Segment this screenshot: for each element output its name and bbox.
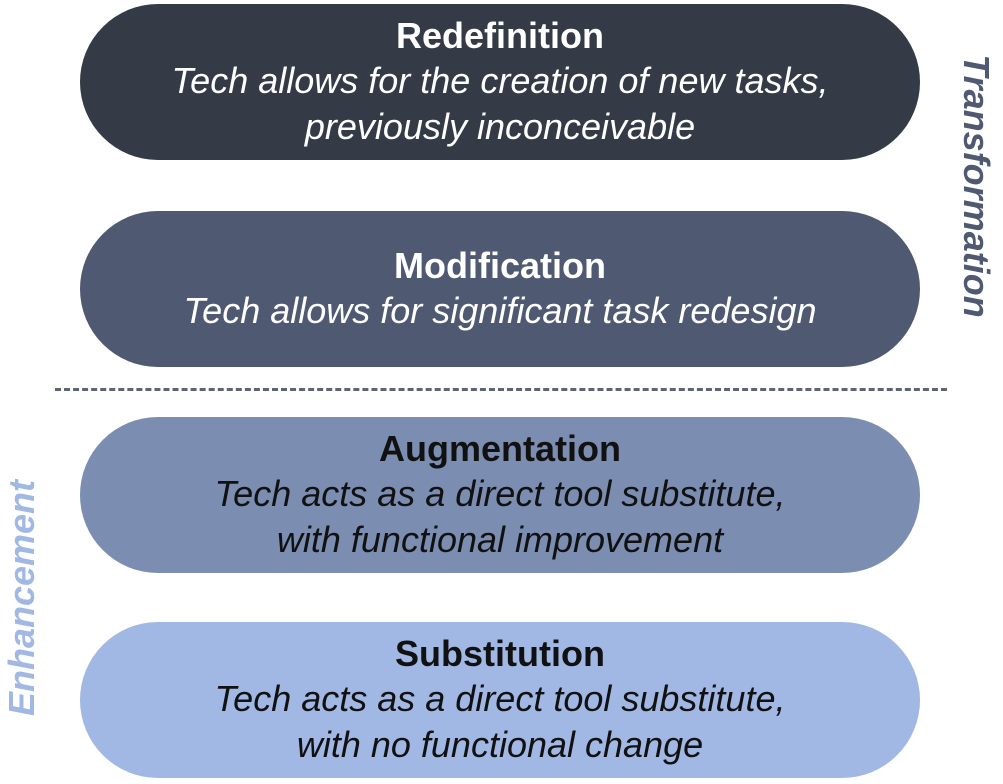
level-augmentation: Augmentation Tech acts as a direct tool … <box>80 417 920 573</box>
transformation-enhancement-divider <box>55 388 947 391</box>
level-description-line: Tech acts as a direct tool substitute, <box>214 678 786 719</box>
level-description-line: with functional improvement <box>276 519 724 560</box>
level-title: Substitution <box>395 633 605 674</box>
level-description: Tech acts as a direct tool substitute, w… <box>215 676 786 768</box>
level-description-line: Tech allows for significant task redesig… <box>183 290 817 331</box>
level-description-line: with no functional change <box>296 724 704 765</box>
level-title: Augmentation <box>379 428 621 469</box>
level-title: Modification <box>394 245 606 286</box>
level-description: Tech acts as a direct tool substitute, w… <box>215 471 786 563</box>
level-title: Redefinition <box>396 15 604 56</box>
transformation-label: Transformation <box>956 54 997 318</box>
level-modification: Modification Tech allows for significant… <box>80 211 920 367</box>
level-redefinition: Redefinition Tech allows for the creatio… <box>80 4 920 160</box>
level-description-line: Tech allows for the creation of new task… <box>171 60 829 101</box>
level-substitution: Substitution Tech acts as a direct tool … <box>80 622 920 778</box>
level-description-line: Tech acts as a direct tool substitute, <box>214 473 786 514</box>
enhancement-label: Enhancement <box>1 479 42 717</box>
level-description-line: previously inconceivable <box>304 106 696 147</box>
level-description: Tech allows for significant task redesig… <box>184 288 817 334</box>
level-description: Tech allows for the creation of new task… <box>172 58 829 150</box>
